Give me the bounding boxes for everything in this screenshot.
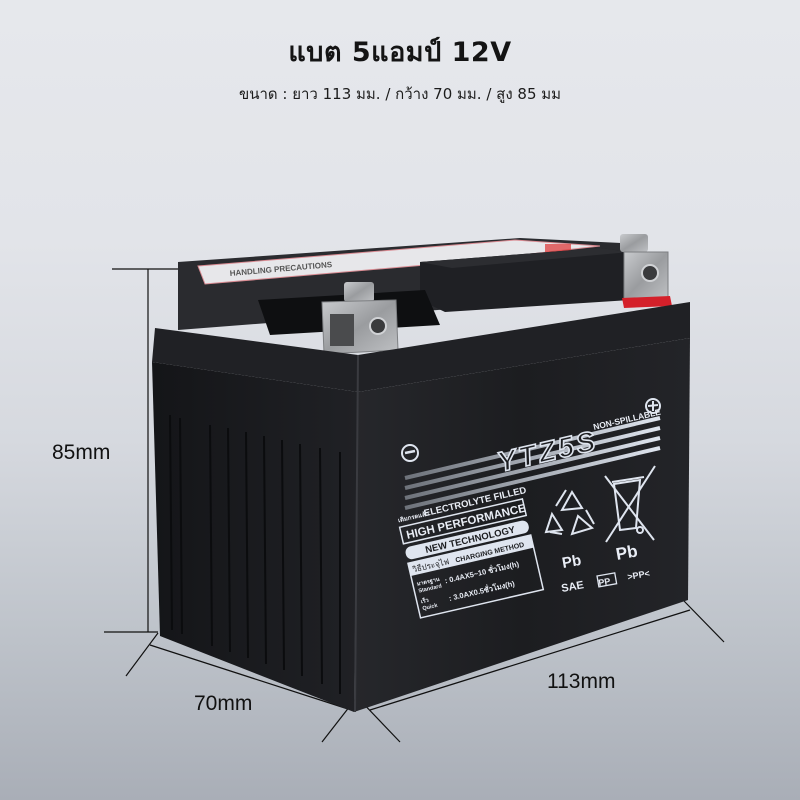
page-title: แบต 5แอมป์ 12V <box>288 37 512 68</box>
svg-text:Quick: Quick <box>422 603 439 612</box>
height-dimension-label: 85mm <box>52 441 111 464</box>
pp-mark-text: >PP< <box>627 568 651 582</box>
depth-dimension-label: 70mm <box>194 692 253 715</box>
positive-symbol-icon <box>645 398 661 414</box>
pb-bin-text: Pb <box>614 541 639 563</box>
pb-recycle-text: Pb <box>561 552 583 572</box>
svg-text:Standard: Standard <box>418 583 443 594</box>
size-subtitle: ขนาด : ยาว 113 มม. / กว้าง 70 มม. / สูง … <box>238 85 562 103</box>
positive-terminal <box>620 234 672 308</box>
dimension-lines <box>104 268 725 743</box>
svg-text:เร็ว: เร็ว <box>420 596 430 606</box>
width-dimension-label: 113mm <box>547 670 616 693</box>
recycle-icon <box>544 489 595 536</box>
negative-symbol-icon <box>401 444 419 462</box>
negative-terminal <box>321 282 399 355</box>
pp-box-text: PP <box>598 576 612 588</box>
crossed-bin-icon <box>604 465 656 543</box>
sae-text: SAE <box>560 579 584 595</box>
